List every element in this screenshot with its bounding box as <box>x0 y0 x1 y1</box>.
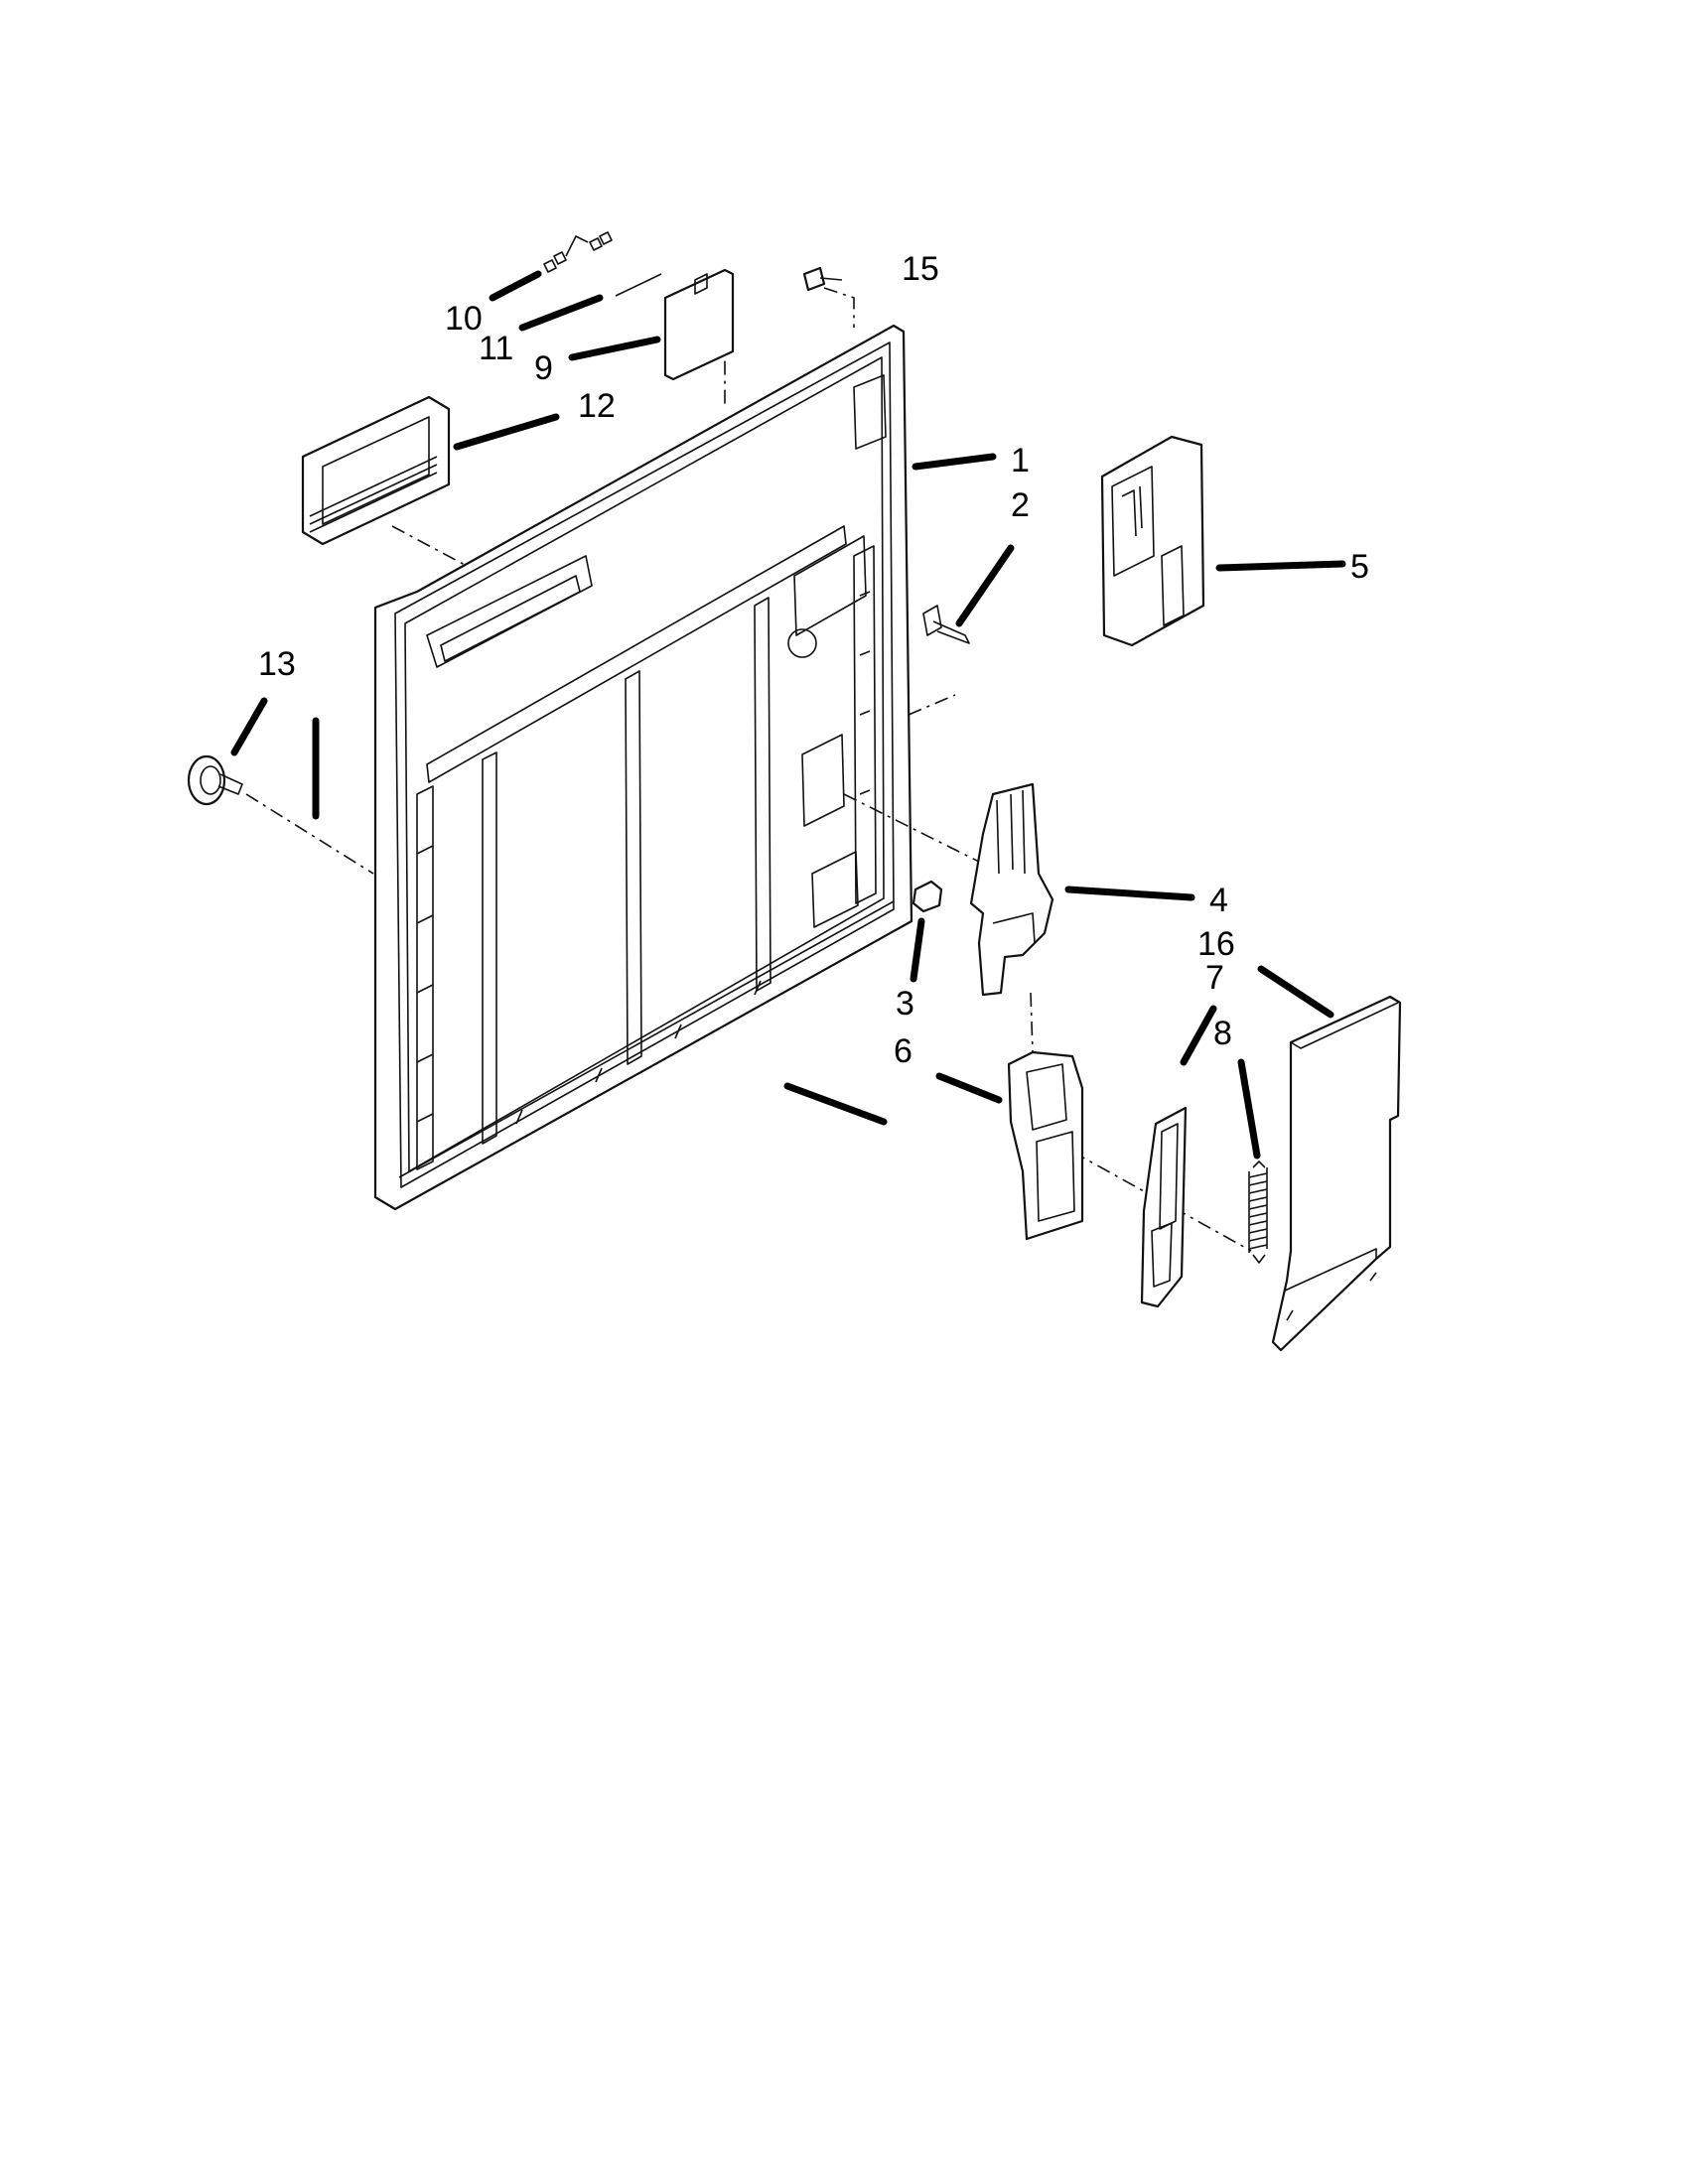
callout-9: 9 <box>534 349 553 387</box>
callout-5: 5 <box>1350 548 1369 586</box>
leader-4 <box>1064 886 1195 901</box>
latch-body-part <box>1007 1050 1084 1241</box>
callout-11: 11 <box>479 330 513 367</box>
assembly-line-15 <box>823 287 855 328</box>
latch-assembly-part <box>1100 435 1205 647</box>
pin-part <box>615 273 662 297</box>
callout-15: 15 <box>902 250 939 288</box>
leader-7 <box>1180 1005 1217 1066</box>
leader-11 <box>518 294 604 332</box>
leader-6-b <box>935 1072 1003 1104</box>
callout-12: 12 <box>578 387 616 425</box>
leader-12 <box>453 413 560 451</box>
leader-1 <box>912 453 997 471</box>
callout-8: 8 <box>1213 1015 1232 1052</box>
pivot-pin-part <box>922 605 970 644</box>
cover-plate-part <box>663 268 735 381</box>
leader-10 <box>489 270 542 302</box>
side-panel-part <box>1271 995 1402 1352</box>
callout-3: 3 <box>896 985 914 1023</box>
callout-6: 6 <box>894 1032 912 1070</box>
leader-9 <box>568 336 661 361</box>
callout-1: 1 <box>1011 442 1030 479</box>
leader-2 <box>955 544 1015 627</box>
leader-13-a <box>230 697 268 756</box>
leader-16 <box>1257 965 1334 1019</box>
leader-5 <box>1215 560 1346 572</box>
callout-4: 4 <box>1209 882 1228 919</box>
assembly-line-2 <box>908 694 956 716</box>
knob-part <box>187 754 243 806</box>
assembly-line-6 <box>1030 992 1034 1053</box>
screw-part <box>802 266 843 292</box>
leader-3 <box>910 917 925 983</box>
leader-6-a <box>783 1082 888 1126</box>
assembly-line-12 <box>391 525 468 567</box>
assembly-line-8 <box>1071 1151 1252 1252</box>
callout-16: 16 <box>1197 925 1235 963</box>
callout-7: 7 <box>1205 959 1224 997</box>
springs-part <box>543 231 613 273</box>
callout-10: 10 <box>445 300 483 338</box>
spring-part <box>1248 1160 1268 1264</box>
handle-part <box>301 395 451 546</box>
actuator-part <box>969 782 1054 997</box>
slide-part <box>1140 1106 1188 1308</box>
leader-8 <box>1237 1058 1261 1160</box>
callout-13: 13 <box>258 645 296 683</box>
assembly-line-13 <box>245 793 374 875</box>
inner-door-panel <box>373 324 913 1211</box>
assembly-line-4 <box>843 793 1004 875</box>
bumper-part <box>912 880 943 913</box>
callout-2: 2 <box>1011 486 1030 524</box>
